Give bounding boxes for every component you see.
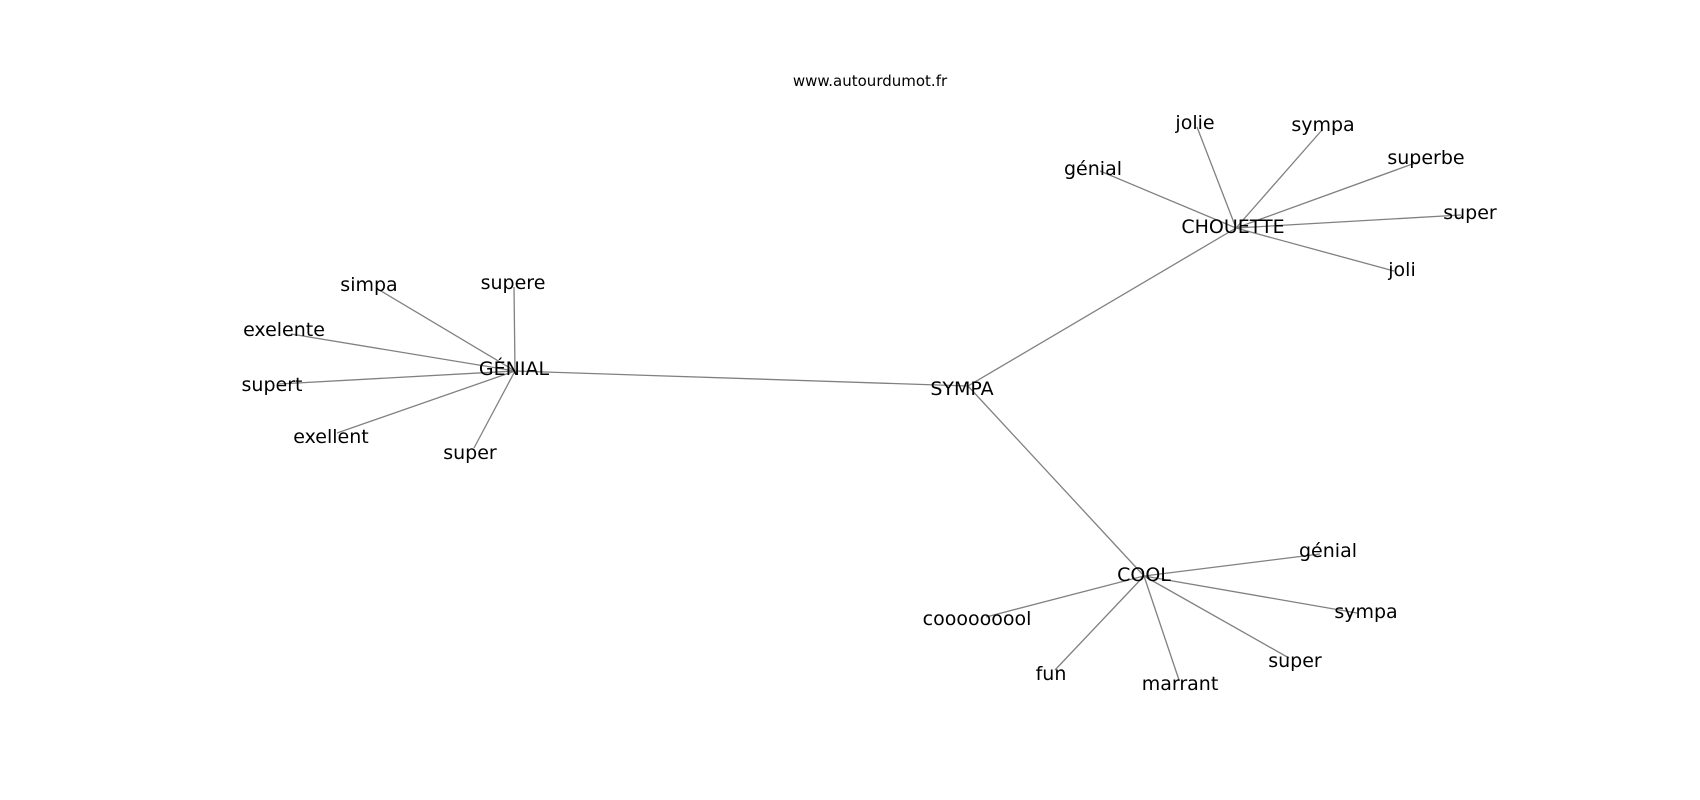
edge-genial-to-simpa <box>375 287 516 372</box>
edge-center-to-genial <box>514 370 969 387</box>
edge-genial-to-exellent <box>336 370 516 434</box>
edge-chouette-to-genial <box>1099 170 1237 229</box>
node-label-leaf-chouette-superbe: superbe <box>1387 147 1464 169</box>
node-label-hub-genial: GÉNIAL <box>479 357 550 380</box>
edge-cool-to-marrant <box>1143 575 1180 681</box>
node-label-leaf-chouette-jolie: jolie <box>1174 112 1214 134</box>
node-label-leaf-cool-cooooooool: cooooooool <box>923 608 1032 630</box>
node-label-leaf-cool-fun: fun <box>1036 663 1067 685</box>
edge-center-to-cool <box>967 385 1145 577</box>
edge-chouette-to-super <box>1235 214 1462 229</box>
edge-genial-to-supere <box>513 286 516 372</box>
edge-cool-to-genial <box>1143 553 1321 577</box>
edge-chouette-to-superbe <box>1235 161 1419 229</box>
source-watermark: www.autourdumot.fr <box>792 72 948 90</box>
labels-layer: SYMPA GÉNIAL simpa supere exelente supert exel… <box>242 112 1497 695</box>
edge-cool-to-fun <box>1054 575 1145 671</box>
node-label-leaf-genial-supert: supert <box>242 374 303 396</box>
node-label-hub-chouette: CHOUETTE <box>1181 216 1284 238</box>
node-label-leaf-chouette-genial: génial <box>1064 158 1122 180</box>
node-label-leaf-cool-sympa: sympa <box>1334 601 1397 623</box>
edge-chouette-to-sympa <box>1235 129 1323 229</box>
node-label-leaf-genial-supere: supere <box>481 272 546 294</box>
edge-chouette-to-jolie <box>1196 126 1237 229</box>
edge-cool-to-cooooooool <box>985 575 1145 618</box>
node-label-leaf-genial-exelente: exelente <box>243 319 325 341</box>
edge-cool-to-sympa <box>1143 575 1358 614</box>
edge-chouette-to-joli <box>1235 227 1395 272</box>
node-label-leaf-chouette-sympa: sympa <box>1291 114 1354 136</box>
edge-genial-to-super <box>473 370 516 449</box>
node-label-leaf-cool-marrant: marrant <box>1142 673 1219 695</box>
edge-genial-to-exelente <box>290 333 516 372</box>
node-label-leaf-cool-super: super <box>1268 650 1322 672</box>
edges-layer <box>278 126 1462 681</box>
node-label-hub-cool: COOL <box>1117 564 1171 586</box>
node-label-leaf-chouette-super: super <box>1443 202 1497 224</box>
node-label-leaf-genial-exellent: exellent <box>293 426 368 448</box>
node-label-leaf-chouette-joli: joli <box>1387 259 1415 281</box>
node-label-leaf-genial-super: super <box>443 442 497 464</box>
edge-cool-to-super <box>1143 575 1290 659</box>
edge-center-to-chouette <box>967 227 1237 387</box>
node-label-leaf-cool-genial: génial <box>1299 540 1357 562</box>
node-label-leaf-genial-simpa: simpa <box>340 274 397 296</box>
node-label-center-sympa: SYMPA <box>930 378 993 400</box>
edge-genial-to-supert <box>278 370 516 385</box>
